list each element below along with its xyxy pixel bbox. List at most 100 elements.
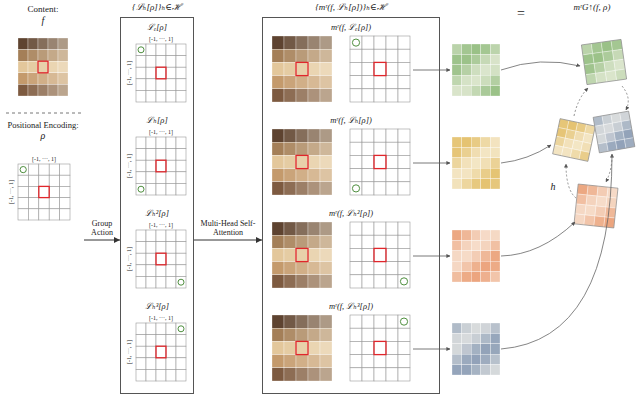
map-cell xyxy=(452,137,462,147)
pixel xyxy=(308,355,320,368)
positional-encoding: Positional Encoding:ρ xyxy=(2,120,84,250)
pixel xyxy=(272,275,284,288)
output-map xyxy=(553,119,596,162)
map-cell xyxy=(490,44,500,54)
grid-cell xyxy=(176,230,186,242)
grid-cell xyxy=(398,36,410,49)
pixel xyxy=(320,62,332,75)
map-cell xyxy=(481,261,491,271)
grid-cell xyxy=(398,155,410,168)
grid-cell xyxy=(176,242,186,254)
pixel xyxy=(296,315,308,328)
grid-cell xyxy=(386,129,398,142)
node-heading: ℒₕ²[ρ] xyxy=(145,208,169,218)
pixel xyxy=(284,235,296,248)
pixel xyxy=(18,38,28,50)
grid-cell xyxy=(176,79,186,91)
map-cell xyxy=(462,323,472,333)
grid-cell xyxy=(374,155,386,168)
grid-cell xyxy=(39,175,49,186)
map-border xyxy=(574,184,618,228)
pixel xyxy=(320,89,332,102)
grid-cell xyxy=(374,328,386,341)
map-cell xyxy=(597,186,608,197)
grid-cell xyxy=(398,62,410,75)
pixel xyxy=(308,49,320,62)
map-cell xyxy=(452,251,462,261)
map-cell xyxy=(481,240,491,250)
grid-cell xyxy=(156,358,166,370)
grid-cell xyxy=(146,149,156,161)
pixel xyxy=(272,89,284,102)
grid-cell xyxy=(146,67,156,79)
origin-marker xyxy=(400,318,407,325)
pixel xyxy=(320,248,332,261)
grid-cell xyxy=(60,198,70,209)
map-cell xyxy=(481,323,491,333)
map-cell xyxy=(481,54,491,64)
grid-cell xyxy=(28,186,38,197)
map-cell xyxy=(471,344,481,354)
map-cell xyxy=(452,272,462,282)
pixel xyxy=(296,76,308,89)
grid-cell xyxy=(156,323,166,335)
position-grid xyxy=(18,164,70,220)
map-cell xyxy=(586,73,597,84)
map-cell xyxy=(614,59,625,70)
map-cell xyxy=(452,240,462,250)
grid-cell xyxy=(49,186,59,197)
grid-cell xyxy=(156,56,166,68)
grid-cell xyxy=(350,182,362,195)
pixel xyxy=(284,248,296,261)
grid-cell xyxy=(374,142,386,155)
flow-arrow xyxy=(194,240,262,241)
grid-cell xyxy=(136,160,146,172)
node-heading: ℒₕ³[ρ] xyxy=(145,301,169,311)
grid-cell xyxy=(166,358,176,370)
pixel xyxy=(272,368,284,381)
grid-cell xyxy=(350,248,362,261)
map-cell xyxy=(462,86,472,96)
grid-cell xyxy=(156,90,166,102)
pixel xyxy=(308,182,320,195)
grid-cell xyxy=(386,62,398,75)
grid-cell xyxy=(374,36,386,49)
pixel xyxy=(284,222,296,235)
attention-map xyxy=(452,44,500,96)
grid-cell xyxy=(136,358,146,370)
pixel xyxy=(58,38,68,50)
query-pixel xyxy=(374,248,386,261)
map-cell xyxy=(462,75,472,85)
pixel xyxy=(296,235,308,248)
map-cell xyxy=(481,168,491,178)
grid-cell xyxy=(146,346,156,358)
grid-cell xyxy=(374,222,386,235)
pixel xyxy=(308,315,320,328)
pixel xyxy=(320,142,332,155)
grid-cell xyxy=(146,265,156,277)
transformed-encoding: ℒₑ[ρ] xyxy=(124,22,190,110)
grid-cell xyxy=(398,76,410,89)
grid-cell xyxy=(136,149,146,161)
grid-cell xyxy=(398,275,410,288)
grid-cell xyxy=(176,172,186,184)
edge-label: Group Action xyxy=(85,219,119,237)
pixel xyxy=(308,89,320,102)
map-cell xyxy=(471,54,481,64)
grid-cell xyxy=(386,182,398,195)
grid-cell xyxy=(136,90,146,102)
grid-cell xyxy=(398,169,410,182)
map-cell xyxy=(596,196,607,207)
pixel xyxy=(320,262,332,275)
pixel xyxy=(296,169,308,182)
output-map xyxy=(574,184,618,228)
pixel xyxy=(284,89,296,102)
edge-label: Multi-Head Self-Attention xyxy=(197,219,259,237)
grid-cell xyxy=(176,335,186,347)
content-image xyxy=(18,38,68,96)
map-cell xyxy=(452,344,462,354)
grid-cell xyxy=(374,355,386,368)
grid-cell xyxy=(18,198,28,209)
map-cell xyxy=(471,261,481,271)
map-cell xyxy=(595,72,606,83)
